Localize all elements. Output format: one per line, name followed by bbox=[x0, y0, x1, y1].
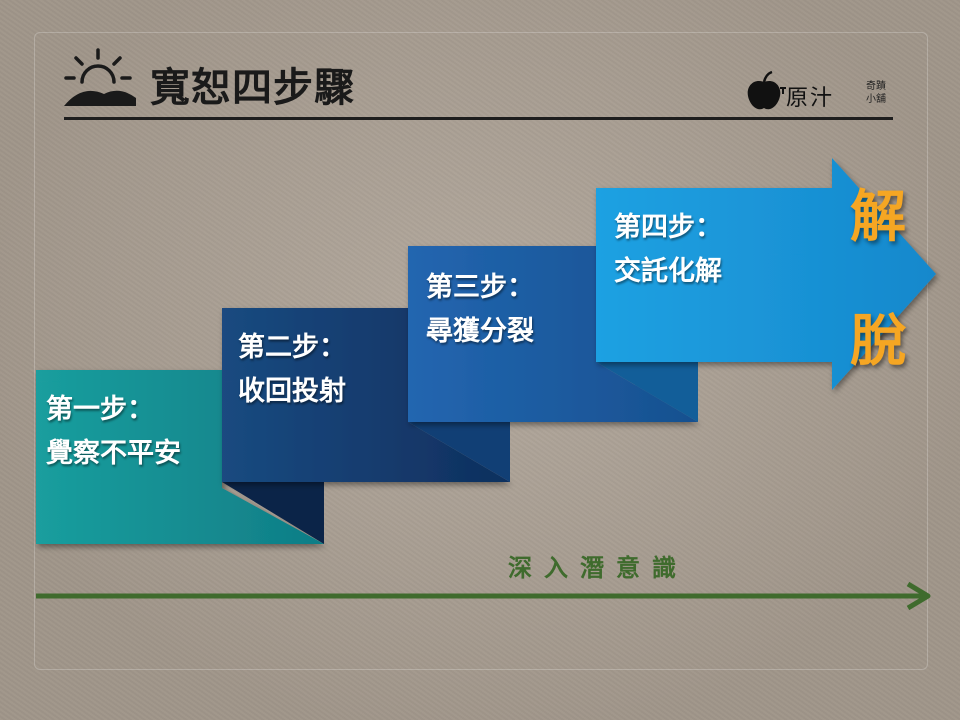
result-char-2: 脫 bbox=[850, 308, 906, 374]
step-4-title: 第四步： bbox=[614, 212, 722, 243]
step-3-title: 第三步： bbox=[426, 272, 534, 303]
step-3-panel bbox=[408, 246, 698, 422]
step-2-panel bbox=[222, 308, 510, 482]
step-1-title: 第一步： bbox=[46, 394, 154, 425]
apple-icon bbox=[747, 70, 786, 110]
step-4-fold bbox=[596, 362, 698, 422]
result-char-1: 解 bbox=[850, 184, 906, 250]
step-4-text: 第四步： 交託化解 bbox=[614, 206, 722, 294]
step-1-text: 第一步： 覺察不平安 bbox=[46, 388, 181, 476]
title-underline bbox=[64, 117, 893, 120]
step-3-fold bbox=[408, 422, 510, 482]
logo-wordmark: 原汁 bbox=[786, 86, 835, 111]
page-title: 寬恕四步驟 bbox=[150, 65, 355, 111]
logo-subtext: 奇蹟小舖 bbox=[866, 81, 886, 105]
step-4-action: 交託化解 bbox=[614, 256, 722, 287]
depth-axis-arrow bbox=[36, 582, 931, 610]
step-1-action: 覺察不平安 bbox=[46, 438, 181, 469]
brand-logo: 原汁 奇蹟小舖 bbox=[744, 70, 894, 120]
step-2-fold bbox=[222, 482, 324, 544]
slide-frame bbox=[34, 32, 928, 670]
depth-axis-label: 深入潛意識 bbox=[508, 554, 688, 582]
step-4-arrow bbox=[596, 158, 936, 390]
sun-over-hills-icon bbox=[64, 48, 136, 106]
step-2-action: 收回投射 bbox=[238, 376, 346, 407]
step-3-text: 第三步： 尋獲分裂 bbox=[426, 266, 534, 354]
step-2-title: 第二步： bbox=[238, 332, 346, 363]
step-1-panel bbox=[36, 370, 324, 544]
step-3-action: 尋獲分裂 bbox=[426, 316, 534, 347]
step-2-text: 第二步： 收回投射 bbox=[238, 326, 346, 414]
